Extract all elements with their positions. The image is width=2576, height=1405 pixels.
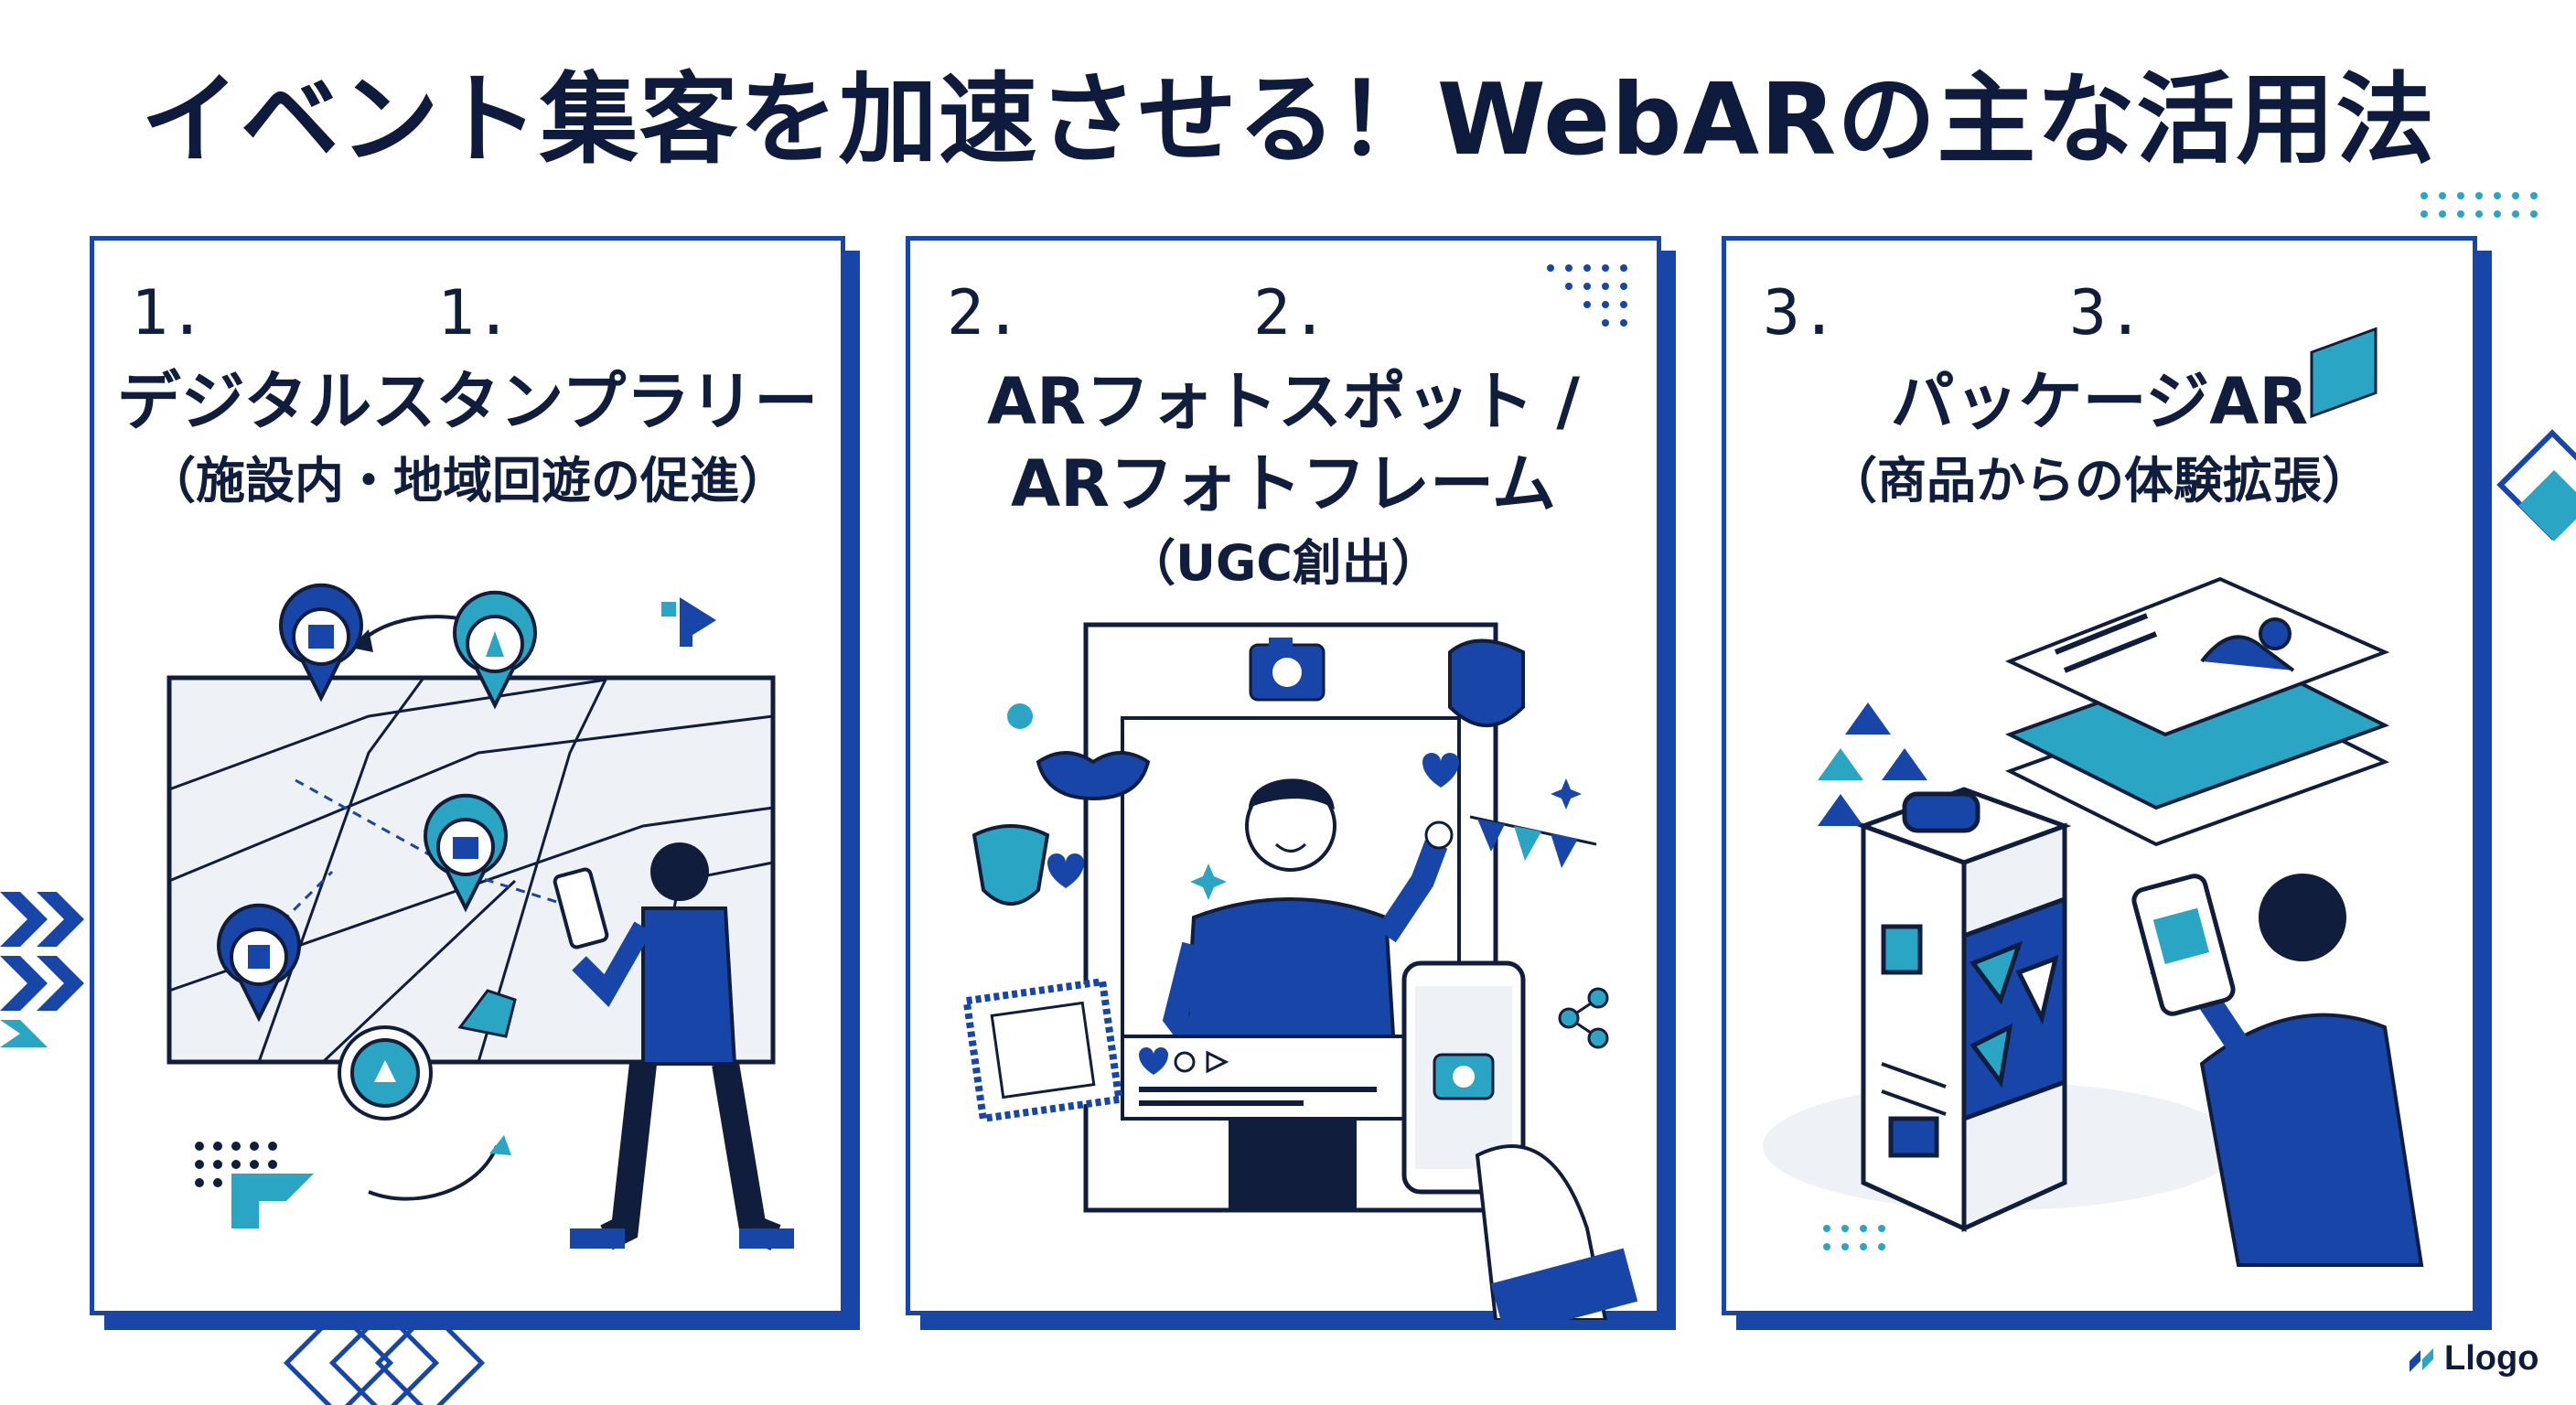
card-subtitle: （商品からの体験拡張） [1828, 452, 2371, 509]
ar-layers-icon [2004, 576, 2390, 847]
milk-carton-icon [1763, 787, 2238, 1232]
dot-grid-top-right [2420, 192, 2538, 218]
smartphone-icon [1401, 960, 1526, 1195]
stamp-rally-illustration [166, 583, 794, 1250]
smartphone-icon [553, 867, 609, 949]
brand-logo-text: Llogo [2444, 1339, 2539, 1378]
card-number-left: 3. [1763, 277, 1838, 349]
diamond-decoration-right [2496, 429, 2576, 542]
card-number-right: 1. [437, 277, 512, 349]
chevron-decoration-left [0, 892, 84, 1047]
person-icon [570, 842, 794, 1250]
card-title: デジタルスタンプラリー [116, 364, 819, 439]
card-number-right: 2. [1253, 277, 1328, 349]
mask-icon [971, 638, 1525, 906]
card-subtitle: （UGC創出） [1126, 534, 1441, 592]
package-ar-illustration [1763, 327, 2424, 1267]
card-number-left: 2. [947, 277, 1022, 349]
location-pin-icon [217, 583, 537, 1121]
photo-spot-illustration [962, 264, 1638, 1320]
card-number-right: 3. [2069, 277, 2144, 349]
card-digital-stamp-rally: 1. 1. デジタルスタンプラリー （施設内・地域回遊の促進） [90, 236, 845, 1315]
smartphone-icon [2131, 874, 2236, 1016]
card-subtitle: （施設内・地域回遊の促進） [146, 452, 789, 509]
card-title-line2: ARフォトフレーム [1011, 446, 1556, 521]
diamond-decoration-bottom [283, 1307, 486, 1405]
card-title-line1: ARフォトスポット / [986, 364, 1580, 439]
card-package-ar: 3. 3. パッケージAR （商品からの体験拡張） [1722, 236, 2477, 1315]
card-ar-photo-spot: 2. 2. ARフォトスポット / ARフォトフレーム （UGC創出） [906, 236, 1661, 1320]
heart-icon [1139, 1047, 1168, 1075]
card-number-left: 1. [131, 277, 206, 349]
camera-icon [1249, 638, 1326, 702]
brand-logo-icon [2410, 1348, 2433, 1372]
page-title: イベント集客を加速させる！WebARの主な活用法 [140, 63, 2436, 177]
card-title: パッケージAR [1890, 364, 2309, 439]
